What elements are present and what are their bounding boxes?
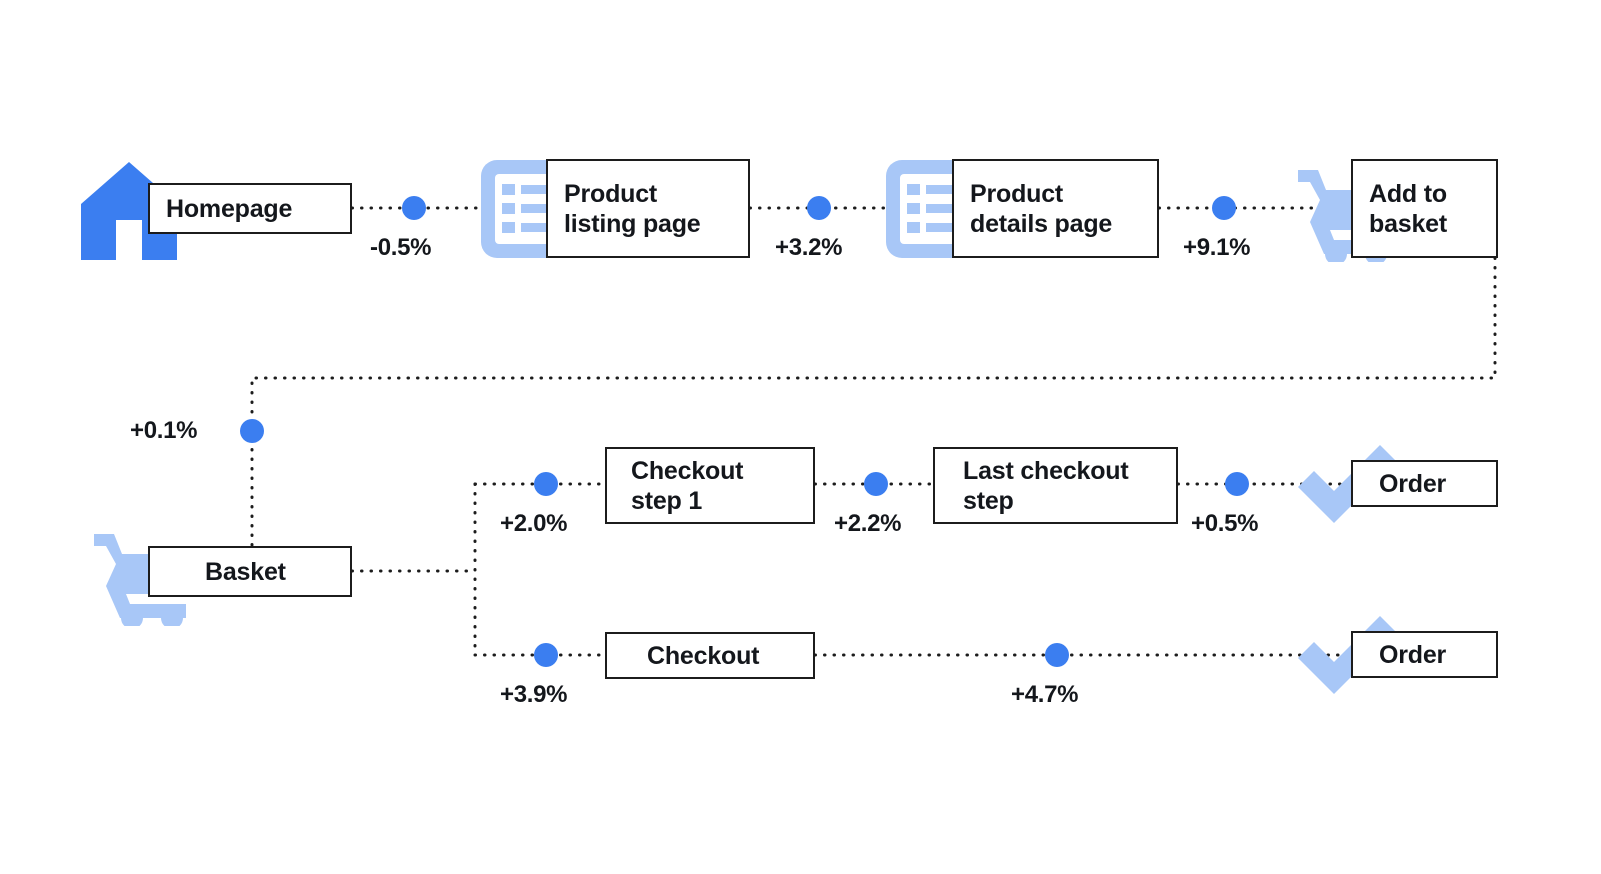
node-checkout-label: Checkout (647, 641, 760, 670)
edge-add-to-basket-to-basket (250, 256, 1497, 548)
node-last-checkout-step-label: Last checkout step (963, 456, 1129, 515)
node-checkout[interactable]: Checkout (605, 632, 815, 679)
node-add-to-basket-label: Add to basket (1369, 179, 1448, 238)
edge-value-listing-to-details: +3.2% (775, 234, 843, 261)
edge-dot-homepage-to-listing[interactable] (402, 196, 426, 220)
edge-dot-step-1-to-last-step[interactable] (864, 472, 888, 496)
node-last-checkout-step[interactable]: Last checkout step (933, 447, 1178, 524)
node-product-listing-page[interactable]: Product listing page (546, 159, 750, 258)
edge-dot-checkout-to-order[interactable] (1045, 643, 1069, 667)
edge-dot-details-to-add-to-basket[interactable] (1212, 196, 1236, 220)
node-product-details-page[interactable]: Product details page (952, 159, 1159, 258)
edge-dot-listing-to-details[interactable] (807, 196, 831, 220)
node-homepage[interactable]: Homepage (148, 183, 352, 234)
edge-value-basket-to-checkout-step-1: +2.0% (500, 510, 568, 537)
node-basket-label: Basket (205, 557, 286, 586)
node-product-details-page-label: Product details page (970, 179, 1113, 238)
edge-value-details-to-add-to-basket: +9.1% (1183, 234, 1251, 261)
node-order-top[interactable]: Order (1351, 460, 1498, 507)
node-order-bottom[interactable]: Order (1351, 631, 1498, 678)
node-product-listing-page-label: Product listing page (564, 179, 701, 238)
edge-value-last-step-to-order: +0.5% (1191, 510, 1259, 537)
edge-value-homepage-to-listing: -0.5% (370, 234, 432, 261)
edge-value-step-1-to-last-step: +2.2% (834, 510, 902, 537)
node-order-top-label: Order (1379, 469, 1447, 498)
node-homepage-label: Homepage (166, 194, 293, 223)
edge-value-basket-to-checkout: +3.9% (500, 681, 568, 708)
node-checkout-step-1[interactable]: Checkout step 1 (605, 447, 815, 524)
edge-dot-last-step-to-order[interactable] (1225, 472, 1249, 496)
node-basket[interactable]: Basket (148, 546, 352, 597)
edge-dot-add-to-basket-to-basket[interactable] (240, 419, 264, 443)
node-checkout-step-1-label: Checkout step 1 (631, 456, 744, 515)
node-order-bottom-label: Order (1379, 640, 1447, 669)
edge-value-add-to-basket-to-basket: +0.1% (130, 417, 198, 444)
edge-dot-basket-to-checkout[interactable] (534, 643, 558, 667)
node-add-to-basket[interactable]: Add to basket (1351, 159, 1498, 258)
edge-value-checkout-to-order: +4.7% (1011, 681, 1079, 708)
edge-dot-basket-to-checkout-step-1[interactable] (534, 472, 558, 496)
